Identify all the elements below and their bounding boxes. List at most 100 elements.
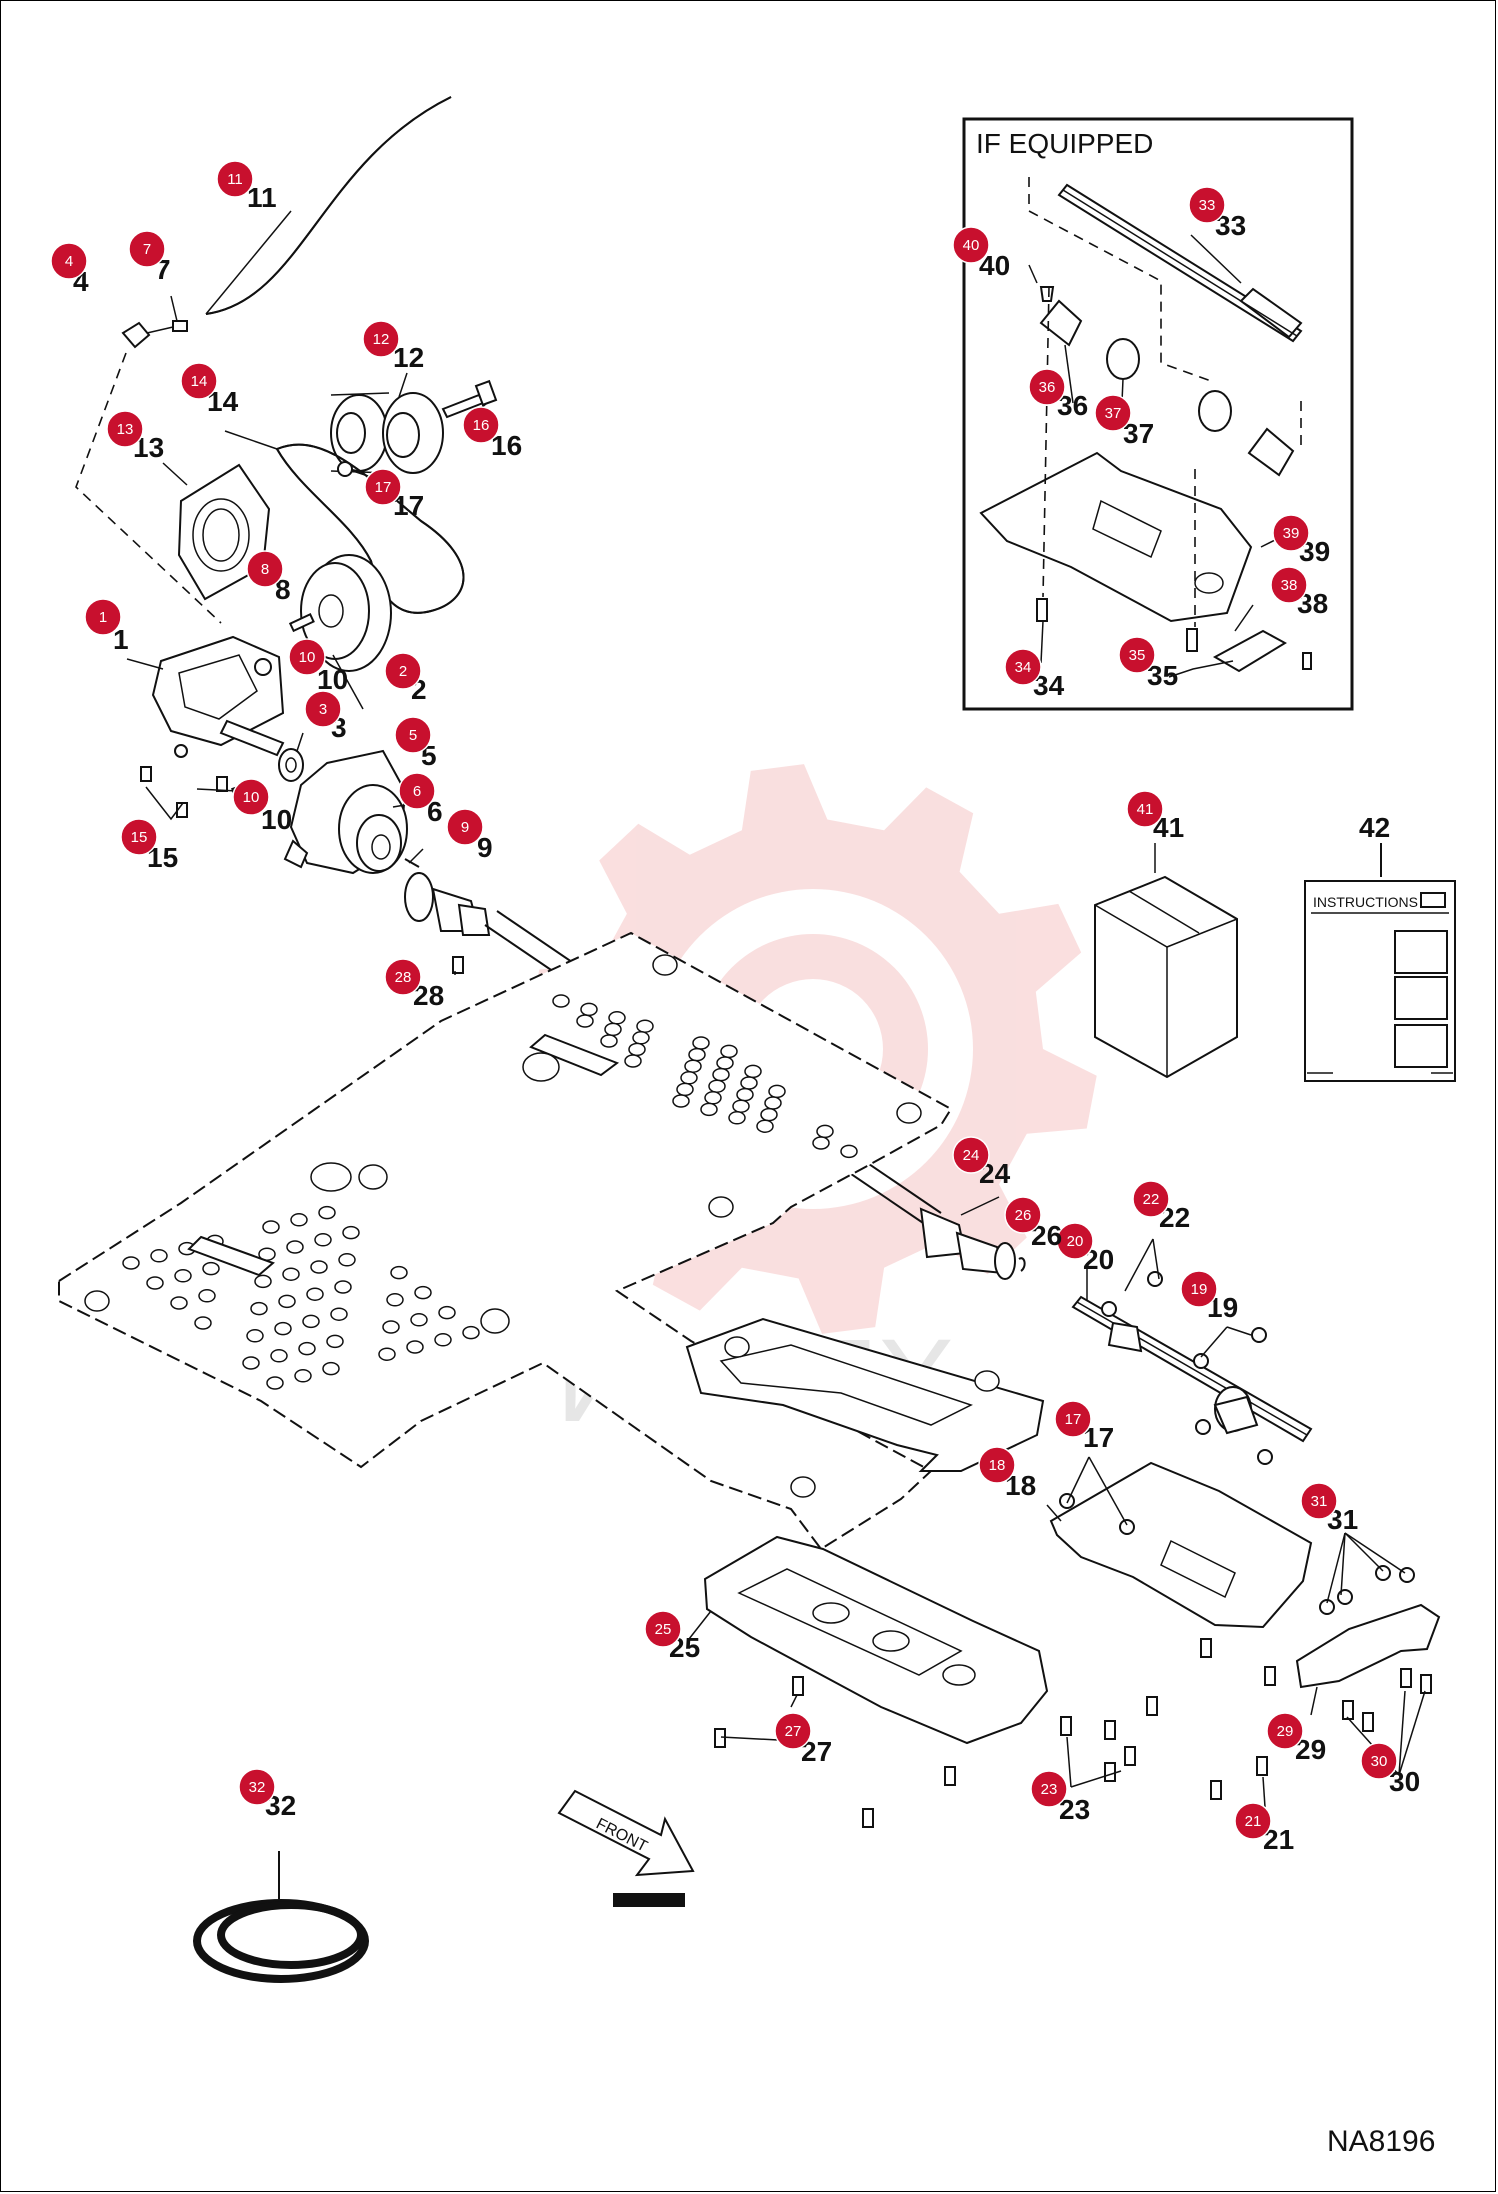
- callout-badge-9: [446, 808, 484, 846]
- callout-badge-31: [1300, 1482, 1338, 1520]
- callout-badge-text-1: 1: [99, 609, 107, 626]
- perforation-hole: [736, 1087, 754, 1102]
- perforation-hole: [202, 1261, 220, 1276]
- callout-badge-text-19: 19: [1191, 1281, 1208, 1298]
- perforation-hole: [286, 1240, 304, 1254]
- perforation-hole: [732, 1099, 750, 1113]
- callout-badge-28: [384, 958, 422, 996]
- perforation-hole: [624, 1054, 642, 1068]
- callout-badge-37: [1094, 394, 1132, 432]
- callout-badge-text-20: 20: [1067, 1233, 1084, 1250]
- perforation-hole: [740, 1076, 758, 1090]
- perforation-hole: [330, 1307, 348, 1321]
- callout-badge-text-38: 38: [1281, 577, 1298, 594]
- perforation-hole: [278, 1294, 296, 1309]
- callout-badge-12: [362, 320, 400, 358]
- callout-number-8: 8: [275, 574, 291, 605]
- callout-badge-17: [364, 468, 402, 506]
- perforation-hole: [756, 1119, 774, 1133]
- perforation-hole: [700, 1102, 718, 1117]
- callout-badge-text-30: 30: [1371, 1753, 1388, 1770]
- callout-badge-text-36: 36: [1039, 379, 1056, 396]
- callout-badge-29: [1266, 1712, 1304, 1750]
- perforation-hole: [692, 1036, 710, 1050]
- output-shaft: [1071, 1295, 1313, 1443]
- callout-badge-5: [394, 716, 432, 754]
- callout-badge-text-2: 2: [399, 663, 407, 680]
- callout-number-6: 6: [427, 796, 443, 827]
- callout-badge-text-29: 29: [1277, 1723, 1294, 1740]
- perforation-hole: [812, 1136, 830, 1150]
- hose-coil: [193, 1851, 369, 1983]
- floor-plate-holes: [122, 994, 858, 1390]
- callout-badge-text-23: 23: [1041, 1781, 1058, 1798]
- perforation-hole: [632, 1031, 650, 1045]
- perforation-hole: [194, 1316, 212, 1330]
- perforation-hole: [600, 1034, 618, 1048]
- callout-badge-38: [1270, 566, 1308, 604]
- callout-badge-19: [1180, 1270, 1218, 1308]
- callout-badge-16: [462, 406, 500, 444]
- perforation-hole: [282, 1267, 300, 1281]
- perforation-hole: [326, 1334, 344, 1349]
- callout-badge-14: [180, 362, 218, 400]
- perforation-hole: [764, 1096, 782, 1110]
- callout-number-11: 11: [247, 182, 277, 213]
- callout-badge-text-17: 17: [375, 479, 392, 496]
- perforation-hole: [816, 1124, 834, 1139]
- perforation-hole: [338, 1253, 356, 1267]
- perforation-hole: [274, 1321, 292, 1336]
- callout-3: 33: [304, 690, 347, 743]
- callout-4: 44: [50, 242, 89, 297]
- callout-layer: 1122334455667788991010101011111212131314…: [50, 160, 1420, 1855]
- inset-title: IF EQUIPPED: [976, 128, 1153, 159]
- mounting-bracket: [1049, 1461, 1313, 1629]
- perforation-hole: [688, 1047, 706, 1062]
- cover-panel: [685, 1317, 1045, 1472]
- callout-number-1: 1: [113, 624, 129, 655]
- perforation-hole: [636, 1019, 654, 1033]
- drain-hose: [205, 96, 452, 315]
- callout-badge-30: [1360, 1742, 1398, 1780]
- callout-badge-text-10: 10: [243, 789, 260, 806]
- callout-badge-text-3: 3: [319, 701, 327, 718]
- inset-bearings: [1039, 286, 1295, 477]
- callout-badge-34: [1004, 648, 1042, 686]
- perforation-hole: [608, 1011, 626, 1025]
- perforation-hole: [628, 1042, 646, 1057]
- callout-badge-text-33: 33: [1199, 197, 1216, 214]
- inset-if-equipped: IF EQUIPPED: [962, 117, 1354, 711]
- callout-badge-text-25: 25: [655, 1621, 672, 1638]
- perforation-hole: [382, 1320, 400, 1334]
- clutch-assembly: [283, 749, 408, 875]
- parts-box: [1094, 875, 1238, 1079]
- perforation-hole: [716, 1056, 734, 1070]
- callout-9: 99: [446, 808, 493, 863]
- perforation-hole: [840, 1144, 858, 1159]
- callout-badge-27: [774, 1712, 812, 1750]
- gearbox: [151, 635, 285, 758]
- perforation-hole: [318, 1205, 336, 1220]
- perforation-hole: [242, 1356, 260, 1370]
- support-bracket: [1295, 1603, 1441, 1689]
- callout-1: 11: [84, 598, 129, 655]
- perforation-hole: [604, 1022, 622, 1037]
- perforation-hole: [684, 1059, 702, 1073]
